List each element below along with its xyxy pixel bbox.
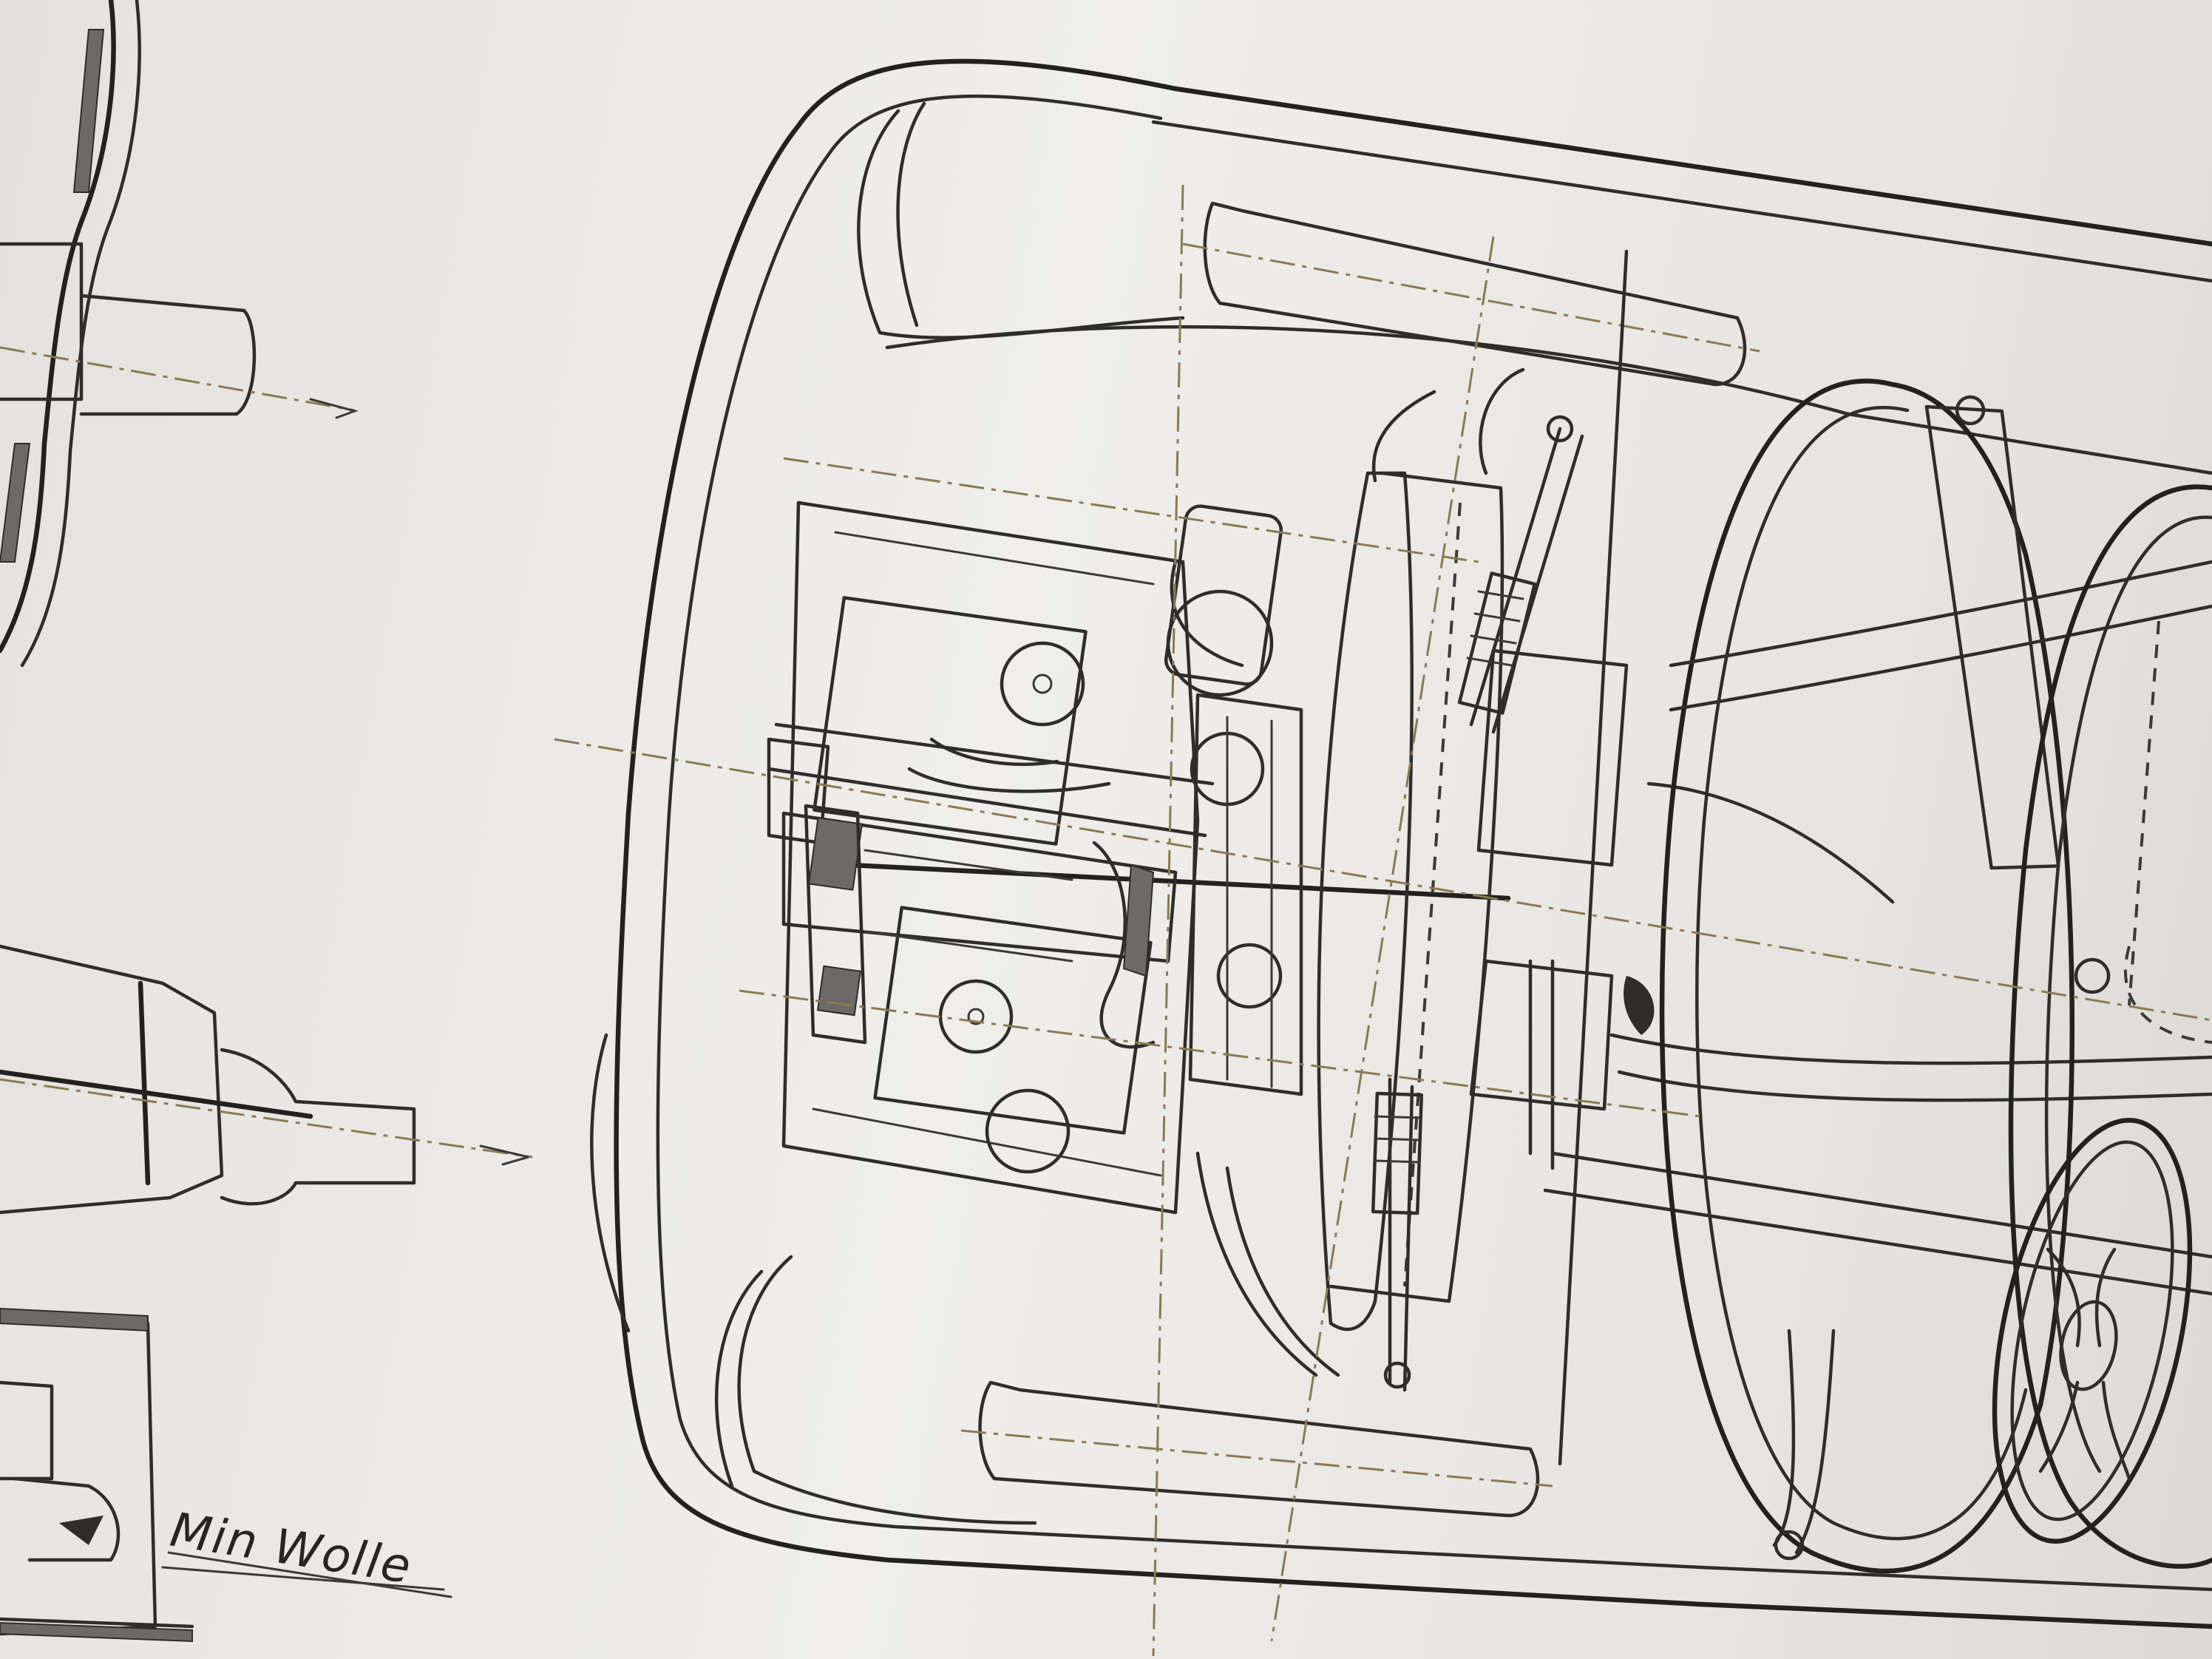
vehicle-body-outline: [614, 58, 2212, 1629]
engine-internals: [767, 693, 1511, 1096]
engine-frame: [781, 501, 1283, 1215]
annotation-label: Min Wolle: [166, 1503, 415, 1595]
left-shaft-detail: [0, 944, 533, 1215]
flywheel-disc: [1317, 471, 1504, 1331]
right-seat-frame: [2008, 484, 2212, 1569]
seat-frame: [1659, 379, 2212, 1574]
front-fenders: [590, 101, 1185, 1525]
left-box-detail: [0, 1307, 445, 1643]
lower-axle-beam: [960, 1380, 1553, 1518]
left-flange-detail: [0, 0, 359, 668]
steering-wheel: [1992, 1117, 2193, 1544]
annotation-underline: [167, 1551, 452, 1598]
upper-axle-beam: [1182, 201, 1760, 387]
suspension-struts: [1195, 367, 1584, 1392]
center-lines: [554, 184, 2212, 1657]
